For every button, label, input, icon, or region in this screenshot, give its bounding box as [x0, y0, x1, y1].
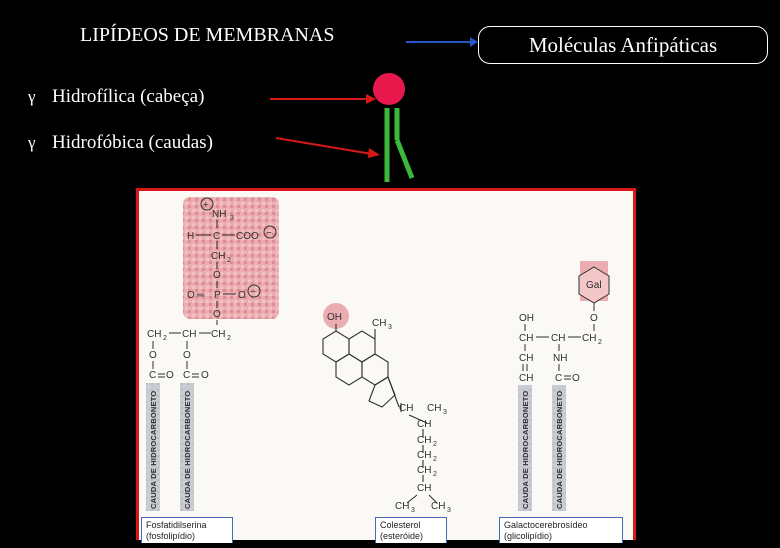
glycerol-ch2-b: CH [211, 329, 225, 340]
o-ester-label: O [213, 270, 221, 281]
ch-label-2: CH [551, 333, 565, 344]
ch2-label: CH [211, 251, 225, 262]
polar-head-highlight [183, 197, 279, 319]
svg-text:2: 2 [433, 471, 437, 478]
double-bond: ═ [196, 290, 205, 301]
svg-text:3: 3 [388, 324, 392, 331]
ring-b [348, 330, 376, 363]
chain-ch2-4: CH [417, 450, 431, 461]
caption-cholesterol: Colesterol (esteróide) [375, 517, 447, 543]
tail-right-kink [394, 139, 415, 179]
amide-o-label: O [572, 373, 580, 384]
ester-o-1: O [149, 350, 157, 361]
glycerol-ch: CH [182, 329, 196, 340]
tail-band-3 [518, 385, 532, 511]
ch2-label: CH [582, 333, 596, 344]
charge-minus-2: − [250, 287, 256, 298]
nh3-subscript: 3 [230, 215, 234, 222]
ester-carbonyl-o-2: O [201, 370, 209, 381]
cholesterol [322, 303, 438, 504]
head-ball [373, 73, 405, 105]
terminal-ch3-b: CH [431, 501, 445, 512]
tail-band-1 [146, 383, 160, 511]
ring-a [322, 330, 350, 363]
ester-carbonyl-o-1: O [166, 370, 174, 381]
charge-plus: + [203, 200, 209, 211]
oh-label: OH [519, 313, 534, 324]
p-label: P [214, 290, 221, 301]
tail-label-4: CAUDA DE HIDROCARBONETO [555, 391, 564, 509]
gal-label: Gal [586, 280, 602, 291]
alpha-carbon-label: C [213, 231, 220, 242]
tail-label-1: CAUDA DE HIDROCARBONETO [149, 391, 158, 509]
chain-ch-2: CH [417, 419, 431, 430]
caption-galactocerebroside: Galactocerebrosídeo (glicolipídio) [499, 517, 623, 543]
ester-c-2: C [183, 370, 190, 381]
chain-ch-6: CH [417, 483, 431, 494]
coo-label: COO [236, 231, 259, 242]
page-title: LIPÍDEOS DE MEMBRANAS [80, 24, 335, 46]
terminal-ch3-a: CH [395, 501, 409, 512]
h-label: H [187, 231, 194, 242]
tail-label-3: CAUDA DE HIDROCARBONETO [521, 391, 530, 509]
oh-highlight [323, 303, 349, 329]
ch-label-4: CH [519, 373, 533, 384]
svg-text:2: 2 [598, 339, 602, 346]
amphipathic-label: Moléculas Anfipáticas [528, 33, 718, 57]
bullet-text: Hidrofóbica (caudas) [52, 132, 213, 153]
tail-label-2: CAUDA DE HIDROCARBONETO [183, 391, 192, 509]
ch-label-1: CH [519, 333, 533, 344]
glycerol-ch2-a: CH [147, 329, 161, 340]
svg-text:3: 3 [447, 507, 451, 514]
charge-plus-circle [200, 197, 214, 211]
tail-band-2 [180, 383, 194, 511]
ch-label-3: CH [519, 353, 533, 364]
bullet-glyph: γ [28, 87, 36, 106]
bullet-hydrophilic: γ Hidrofílica (cabeça) [28, 86, 204, 108]
svg-text:3: 3 [411, 507, 415, 514]
svg-text:2: 2 [163, 335, 167, 342]
amide-c-label: C [555, 373, 562, 384]
charge-minus-circle-2 [247, 284, 261, 298]
o-link-label: O [590, 313, 598, 324]
ring-d [361, 353, 389, 386]
chain-ch2-5: CH [417, 465, 431, 476]
chain-ch2-3: CH [417, 435, 431, 446]
o-glycerol-label: O [213, 309, 221, 320]
nh-label: NH [553, 353, 567, 364]
caption-phosphatidylserine: Fosfatidilserina (fosfolipídio) [141, 517, 233, 543]
oh-label: OH [327, 312, 342, 323]
ring-e [368, 376, 396, 408]
bullet-text: Hidrofílica (cabeça) [52, 86, 205, 107]
amphipathic-label-box: Moléculas Anfipáticas [478, 26, 768, 64]
bullet-hydrophobic: γ Hidrofóbica (caudas) [28, 132, 213, 154]
nh3-label: NH [212, 209, 226, 220]
chain-ch-1: CH [399, 403, 413, 414]
ring-ch3-label: CH [372, 318, 386, 329]
ch2-subscript: 2 [227, 257, 231, 264]
phosphatidylserine: + NH 3 H C COO − CH 2 O O ═ P [146, 197, 279, 511]
svg-text:3: 3 [443, 409, 447, 416]
hydrophilic-arrow-head [366, 94, 376, 104]
o-phosphate-label: O [238, 290, 246, 301]
o-double-label: O [187, 290, 195, 301]
charge-minus-1: − [266, 228, 272, 239]
title-arrow [406, 37, 478, 47]
branch-ch3: CH [427, 403, 441, 414]
lipid-structures-panel: + NH 3 H C COO − CH 2 O O ═ P [136, 188, 636, 543]
ester-o-2: O [183, 350, 191, 361]
svg-text:2: 2 [433, 441, 437, 448]
galactocerebroside: Gal O OH CH CH CH 2 CH NH CH C [518, 261, 610, 511]
hydrophobic-arrow-head [368, 148, 380, 158]
svg-text:2: 2 [433, 456, 437, 463]
ester-c-1: C [149, 370, 156, 381]
bullet-glyph: γ [28, 133, 36, 152]
svg-text:2: 2 [227, 335, 231, 342]
lipid-structures-figure: + NH 3 H C COO − CH 2 O O ═ P [146, 197, 610, 514]
tail-band-4 [552, 385, 566, 511]
amphipathic-schematic [270, 73, 415, 182]
hydrophobic-arrow-line [275, 137, 373, 155]
ring-c [335, 353, 363, 386]
charge-minus-circle-1 [263, 225, 277, 239]
